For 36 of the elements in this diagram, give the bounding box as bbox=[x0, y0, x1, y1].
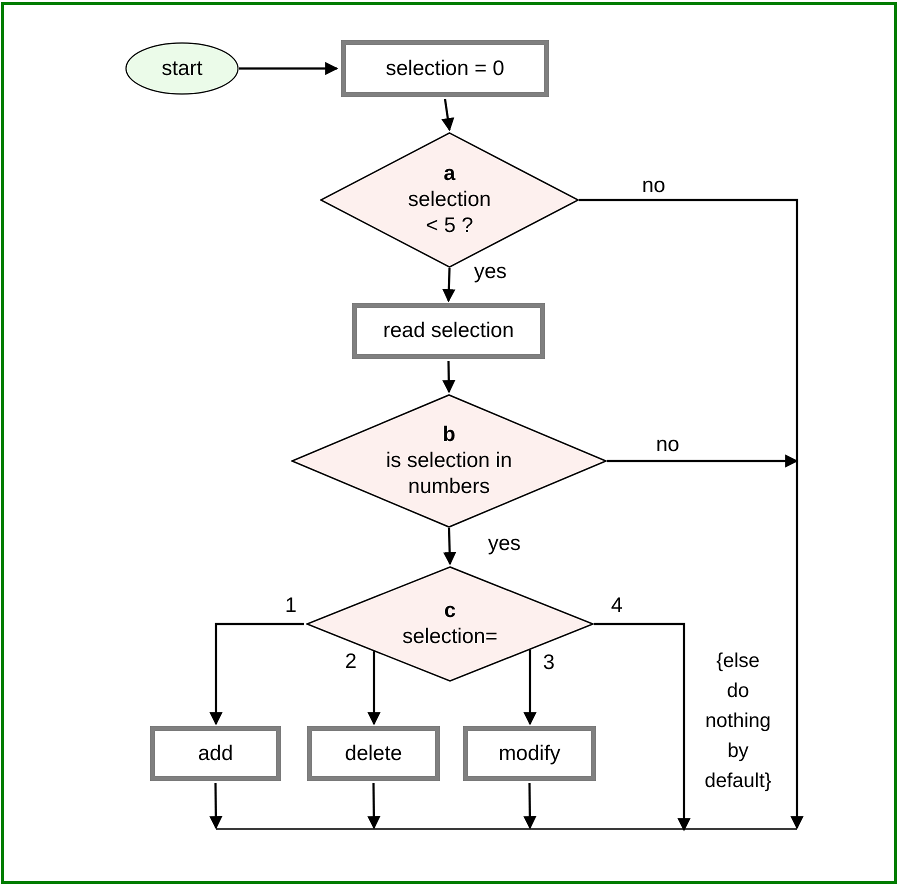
node-label: selection < 5 ? bbox=[407, 187, 492, 239]
process-box bbox=[307, 726, 440, 781]
arrow bbox=[607, 454, 798, 468]
start-ellipse bbox=[125, 42, 239, 95]
arrow bbox=[442, 268, 456, 302]
node-label: selection= bbox=[402, 624, 498, 650]
node-label: is selection in numbers bbox=[384, 448, 514, 500]
decision-diamond bbox=[320, 132, 579, 268]
decision-letter: c bbox=[444, 598, 456, 624]
arrow bbox=[367, 782, 380, 830]
arrow bbox=[523, 650, 537, 726]
arrow bbox=[209, 782, 222, 830]
arrow bbox=[443, 528, 456, 566]
process-box bbox=[341, 40, 549, 97]
node-label: modify bbox=[498, 740, 560, 766]
decision-letter: b bbox=[442, 422, 456, 448]
process-box bbox=[352, 303, 545, 359]
arrow bbox=[239, 62, 338, 76]
node-label: delete bbox=[344, 740, 402, 766]
node-label: selection = 0 bbox=[386, 56, 504, 82]
arrow bbox=[442, 360, 456, 394]
node-label: add bbox=[198, 740, 234, 766]
node-label: start bbox=[162, 56, 202, 82]
arrow bbox=[523, 782, 536, 830]
decision-diamond bbox=[291, 394, 607, 528]
arrow bbox=[579, 198, 804, 830]
arrow bbox=[209, 622, 304, 726]
node-label: read selection bbox=[383, 318, 514, 344]
decision-letter: a bbox=[444, 161, 456, 187]
arrow bbox=[594, 622, 691, 832]
decision-diamond bbox=[306, 566, 594, 682]
note-text: {else do nothing by default} bbox=[704, 649, 772, 794]
process-box bbox=[150, 726, 281, 781]
arrow bbox=[367, 651, 381, 726]
arrow bbox=[441, 98, 454, 132]
process-box bbox=[463, 726, 596, 781]
